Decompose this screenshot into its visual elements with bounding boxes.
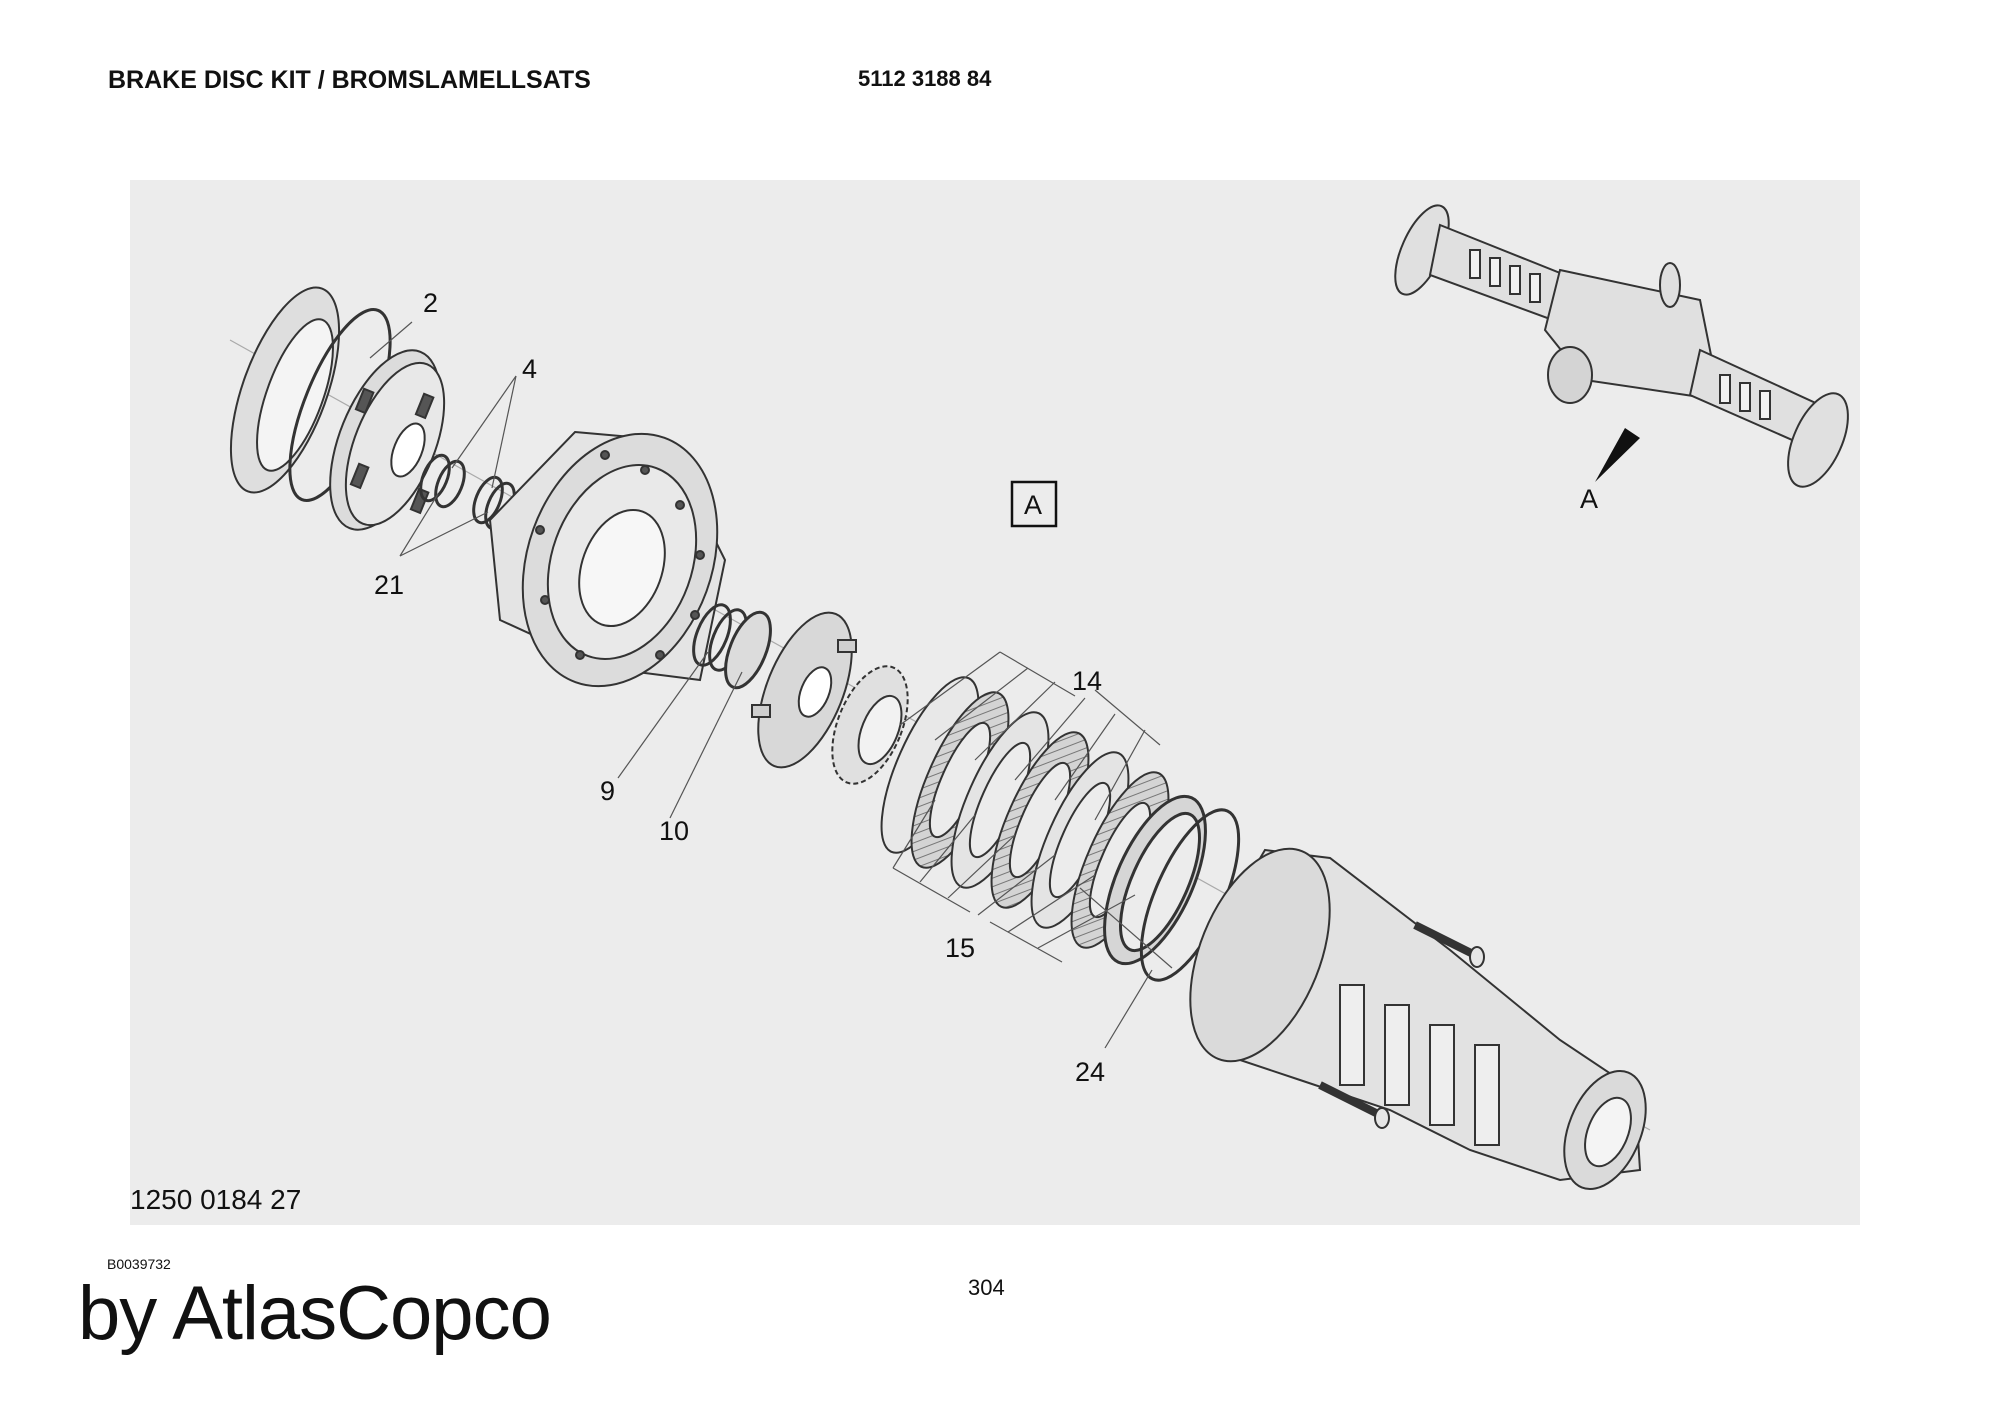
document-title: BRAKE DISC KIT / BROMSLAMELLSATS	[108, 66, 591, 94]
page-number: 304	[968, 1275, 1005, 1300]
part-disc-carrier	[751, 611, 857, 769]
leader-lines	[369, 321, 1173, 1049]
exploded-view-drawing: A A 2 4 21 9 10 14 15 24	[130, 180, 1860, 1225]
image-id: B0039732	[107, 1256, 171, 1272]
part-small-rings	[419, 453, 516, 531]
view-label: A	[1024, 490, 1042, 520]
part-seal-cover	[229, 286, 341, 494]
part-slotted-plate	[329, 349, 446, 531]
view-direction-arrow	[1595, 428, 1640, 482]
view-label-box	[1010, 480, 1058, 528]
callout-4: 4	[522, 354, 537, 384]
brand-watermark: by AtlasCopco	[78, 1271, 552, 1356]
part-piston-rings	[692, 603, 772, 690]
part-number: 5112 3188 84	[858, 66, 992, 91]
part-brake-disc-pack	[880, 676, 1170, 949]
exploded-view-svg: A A 2 4 21 9 10 14 15 24	[229, 204, 1849, 1191]
drawing-number: 1250 0184 27	[130, 1184, 302, 1215]
callout-21: 21	[374, 570, 404, 600]
part-bolts	[1318, 921, 1485, 1129]
callout-24: 24	[1075, 1057, 1105, 1087]
callout-9: 9	[600, 776, 615, 806]
part-gear	[831, 665, 909, 785]
part-brake-housing	[488, 430, 727, 688]
callout-15: 15	[945, 933, 975, 963]
inset-complete-axle	[1394, 204, 1849, 488]
detail-label: A	[1580, 484, 1598, 514]
callout-14: 14	[1072, 666, 1102, 696]
part-axle-housing	[1189, 847, 1647, 1191]
callout-2: 2	[423, 288, 438, 318]
callout-10: 10	[659, 816, 689, 846]
